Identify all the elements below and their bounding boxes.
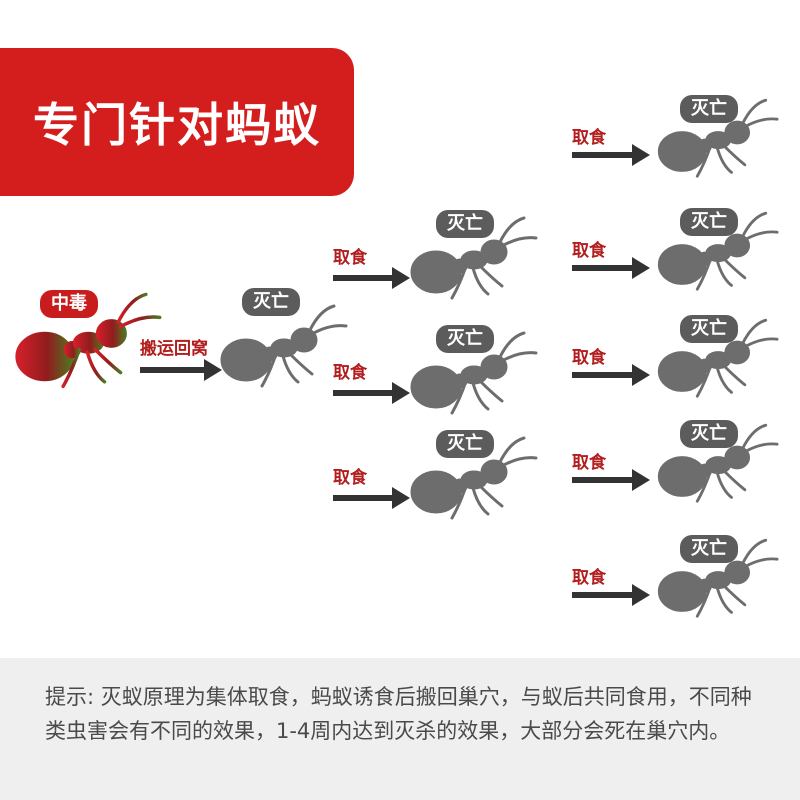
flow-arrow — [333, 487, 410, 509]
carry-back-label: 搬运回窝 — [140, 334, 208, 359]
feeding-label: 取食 — [333, 243, 367, 268]
flow-arrow — [140, 359, 222, 381]
death-badge: 灭亡 — [680, 315, 738, 343]
death-badge: 灭亡 — [680, 535, 738, 563]
footer-note: 提示: 灭蚁原理为集体取食，蚂蚁诱食后搬回巢穴，与蚁后共同食用，不同种类虫害会有… — [0, 658, 800, 800]
death-badge: 灭亡 — [680, 95, 738, 123]
poisoned-badge: 中毒 — [40, 290, 98, 318]
feeding-label: 取食 — [572, 448, 606, 473]
death-badge: 灭亡 — [242, 288, 300, 316]
feeding-label: 取食 — [333, 463, 367, 488]
death-badge: 灭亡 — [680, 420, 738, 448]
feeding-label: 取食 — [572, 343, 606, 368]
death-badge: 灭亡 — [680, 208, 738, 236]
feeding-label: 取食 — [572, 236, 606, 261]
death-badge: 灭亡 — [436, 210, 494, 238]
feeding-label: 取食 — [572, 563, 606, 588]
dead-ant — [221, 306, 346, 386]
footer-text: 提示: 灭蚁原理为集体取食，蚂蚁诱食后搬回巢穴，与蚁后共同食用，不同种类虫害会有… — [45, 680, 760, 748]
feeding-label: 取食 — [333, 358, 367, 383]
death-badge: 灭亡 — [436, 325, 494, 353]
flow-arrow — [333, 267, 410, 289]
death-badge: 灭亡 — [436, 430, 494, 458]
flow-arrow — [333, 382, 410, 404]
feeding-label: 取食 — [572, 123, 606, 148]
